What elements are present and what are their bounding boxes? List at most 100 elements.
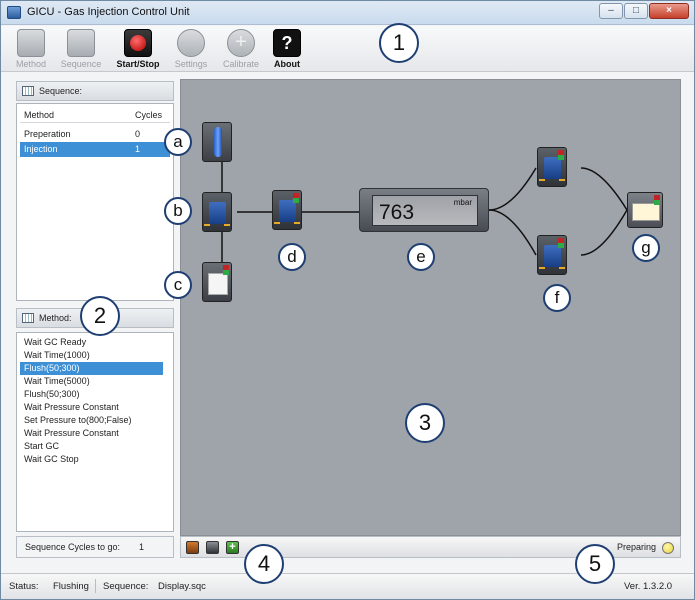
tool-label: Start/Stop — [116, 59, 160, 69]
pressure-display: 763 mbar — [359, 188, 489, 232]
method-panel-title: Method: — [39, 313, 72, 323]
column-header-cycles: Cycles — [135, 110, 163, 120]
device-label-c: c — [164, 271, 192, 299]
save-icon[interactable] — [206, 541, 219, 554]
toolbar: Method Sequence Start/Stop Settings Cali… — [1, 26, 694, 72]
tool-label: Sequence — [60, 59, 102, 69]
cycles-to-go: Sequence Cycles to go: 1 — [16, 536, 174, 558]
window-title: GICU - Gas Injection Control Unit — [27, 6, 190, 18]
cycles-to-go-value: 1 — [139, 542, 145, 552]
log-icon[interactable] — [186, 541, 199, 554]
app-icon — [7, 6, 21, 19]
table-row[interactable]: Preperation 0 — [20, 127, 170, 142]
add-icon[interactable]: + — [226, 541, 239, 554]
list-item-selected[interactable]: Flush(50;300) — [20, 362, 163, 375]
gear-icon — [177, 29, 205, 57]
title-bar: GICU - Gas Injection Control Unit – □ × — [1, 1, 694, 25]
tool-label: Settings — [174, 59, 208, 69]
device-label-b: b — [164, 197, 192, 225]
callout-1: 1 — [379, 23, 419, 63]
maximize-button[interactable]: □ — [624, 3, 648, 19]
table-row-selected[interactable]: Injection 1 — [20, 142, 170, 157]
record-icon — [124, 29, 152, 57]
connection-lines — [221, 162, 628, 262]
sequence-panel-header: Sequence: — [16, 81, 174, 101]
sequence-tool-button[interactable]: Sequence — [57, 29, 105, 71]
row-cycles: 0 — [135, 129, 141, 139]
status-led-icon — [662, 542, 674, 554]
state-text: Preparing — [616, 542, 656, 552]
minimize-button[interactable]: – — [599, 3, 623, 19]
help-icon: ? — [273, 29, 301, 57]
calendar-icon — [22, 86, 34, 96]
close-button[interactable]: × — [649, 3, 689, 19]
gc-icon — [632, 203, 660, 221]
list-item[interactable]: Wait Pressure Constant — [24, 428, 119, 438]
sequence-table-header: Method Cycles — [20, 107, 170, 123]
settings-tool-button[interactable]: Settings — [167, 29, 215, 71]
sample-icon — [208, 273, 228, 295]
row-cycles: 1 — [135, 144, 141, 154]
about-button[interactable]: ? About — [263, 29, 311, 71]
device-label-a: a — [164, 128, 192, 156]
injection-valve-device[interactable] — [202, 192, 232, 232]
callout-4: 4 — [244, 544, 284, 584]
target-icon — [227, 29, 255, 57]
list-item[interactable]: Wait Pressure Constant — [24, 402, 119, 412]
gas-chromatograph-device[interactable] — [627, 192, 663, 228]
gas-cylinder-device[interactable] — [202, 122, 232, 162]
column-header-method: Method — [24, 110, 55, 120]
pressure-screen: 763 mbar — [372, 195, 478, 226]
pressure-controller-device[interactable] — [272, 190, 302, 230]
valve-icon — [544, 245, 561, 267]
method-panel: Wait GC Ready Wait Time(1000) Flush(50;3… — [16, 332, 174, 532]
callout-3: 3 — [405, 403, 445, 443]
row-method: Preperation — [24, 129, 71, 139]
pressure-unit: mbar — [453, 198, 472, 207]
controller-icon — [279, 200, 296, 222]
cycles-to-go-label: Sequence Cycles to go: — [25, 542, 121, 552]
status-value: Flushing — [53, 581, 89, 592]
device-label-g: g — [632, 234, 660, 262]
list-item[interactable]: Wait Time(1000) — [24, 350, 90, 360]
valve-upper-device[interactable] — [537, 147, 567, 187]
document-icon — [17, 29, 45, 57]
method-tool-button[interactable]: Method — [7, 29, 55, 71]
device-label-e: e — [407, 243, 435, 271]
version-text: Ver. 1.3.2.0 — [624, 581, 673, 592]
callout-2: 2 — [80, 296, 120, 336]
callout-5: 5 — [575, 544, 615, 584]
tool-label: Method — [15, 59, 47, 69]
calendar-icon — [22, 313, 34, 323]
list-item[interactable]: Wait Time(5000) — [24, 376, 90, 386]
sequence-label: Sequence: — [103, 581, 149, 592]
list-item[interactable]: Start GC — [24, 441, 60, 451]
device-label-d: d — [278, 243, 306, 271]
status-label: Status: — [9, 581, 39, 592]
sample-device[interactable] — [202, 262, 232, 302]
tool-label: Calibrate — [222, 59, 260, 69]
start-stop-button[interactable]: Start/Stop — [114, 29, 162, 71]
sequence-table: Method Cycles Preperation 0 Injection 1 — [20, 107, 170, 157]
diagram-status-strip: + Preparing — [180, 536, 681, 558]
pressure-value: 763 — [379, 201, 415, 224]
tool-label: About — [274, 59, 300, 69]
device-label-f: f — [543, 284, 571, 312]
row-method: Injection — [24, 144, 58, 154]
list-item[interactable]: Flush(50;300) — [24, 389, 80, 399]
list-item[interactable]: Set Pressure to(800;False) — [24, 415, 132, 425]
sequence-panel-title: Sequence: — [39, 86, 83, 96]
process-diagram: 763 mbar — [180, 79, 681, 536]
document-icon — [67, 29, 95, 57]
valve-icon — [209, 202, 226, 224]
status-bar: Status: Flushing Sequence: Display.sqc V… — [1, 573, 694, 599]
list-item[interactable]: Wait GC Stop — [24, 454, 79, 464]
list-item[interactable]: Wait GC Ready — [24, 337, 87, 347]
gas-cylinder-icon — [214, 127, 222, 157]
valve-icon — [544, 157, 561, 179]
divider — [95, 579, 96, 593]
valve-lower-device[interactable] — [537, 235, 567, 275]
calibrate-tool-button[interactable]: Calibrate — [217, 29, 265, 71]
sequence-file-value: Display.sqc — [158, 581, 206, 592]
